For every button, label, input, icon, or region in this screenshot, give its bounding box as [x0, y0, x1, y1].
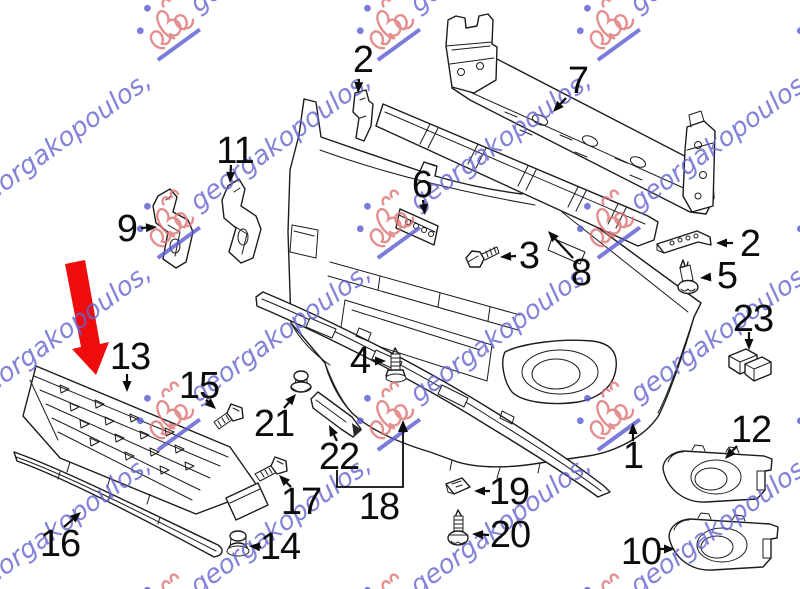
part-4-bolt: [385, 347, 407, 383]
part-label-6: 6: [412, 164, 432, 206]
part-17-bolt: [254, 456, 288, 482]
part-15-bolt: [213, 403, 244, 430]
label-arrowhead-14: [249, 542, 261, 552]
label-arrowhead-20: [472, 530, 484, 540]
watermark-text: georgakopoulos,: [0, 0, 157, 19]
label-arrowhead-23: [744, 339, 754, 350]
label-arrowhead-10: [664, 544, 675, 554]
label-arrowhead-4: [375, 356, 386, 366]
label-arrow-16: [63, 518, 74, 528]
part-label-5: 5: [717, 255, 737, 297]
watermark-text: georgakopoulos,: [405, 0, 598, 19]
part-label-14: 14: [260, 526, 301, 568]
label-arrow-12: [731, 445, 738, 452]
label-arrowhead-3: [500, 251, 512, 261]
part-13-grille: [22, 365, 269, 521]
label-arrowhead-13: [122, 381, 132, 392]
label-arrowhead-8: [548, 231, 559, 243]
watermark-text: georgakopoulos,: [185, 0, 378, 19]
part-label-2-right: 2: [740, 223, 760, 265]
label-arrow-22: [332, 434, 338, 442]
label-arrowhead-6: [419, 203, 429, 215]
part-14-grommet: [226, 530, 250, 557]
group-bracket-arrowhead: [398, 420, 408, 432]
part-22-bracket: [310, 391, 362, 438]
label-arrow-17: [286, 482, 292, 488]
highlight-arrow-layer: [65, 260, 109, 375]
part-label-8: 8: [571, 252, 591, 294]
label-arrowhead-7: [553, 100, 564, 112]
watermark-text: georgakopoulos,: [625, 0, 800, 19]
part-label-23: 23: [733, 298, 773, 340]
watermark-instance: georgakopoulos,: [787, 0, 800, 60]
part-23-bracket: [728, 348, 772, 382]
part-21-nut: [290, 370, 312, 393]
part-label-9: 9: [117, 208, 137, 250]
part-label-7: 7: [568, 60, 588, 102]
part-label-19: 19: [489, 471, 529, 513]
label-arrowhead-16: [69, 512, 81, 523]
label-arrowhead-22: [329, 425, 338, 437]
group-bracket-18: [336, 428, 404, 488]
part-label-4: 4: [350, 340, 371, 382]
label-arrow-21: [283, 401, 290, 409]
part-label-22: 22: [319, 436, 359, 478]
watermark-text: georgakopoulos,: [0, 66, 157, 217]
part-5-screw: [677, 259, 699, 295]
watermark-text: georgakopoulos,: [0, 450, 157, 589]
label-arrowhead-5: [700, 272, 712, 282]
part-label-11: 11: [216, 130, 253, 172]
label-arrow-15: [205, 399, 209, 403]
part-label-12: 12: [731, 409, 771, 451]
part-11-bracket: [221, 178, 262, 264]
part-2-bracket-right: [656, 230, 712, 254]
label-arrow-7: [559, 97, 567, 105]
label-arrow-8: [554, 238, 574, 259]
part-label-15: 15: [179, 365, 219, 407]
label-arrowhead-15: [204, 398, 216, 409]
label-arrowhead-21: [285, 394, 296, 406]
part-label-21: 21: [254, 403, 294, 445]
part-label-10: 10: [621, 531, 661, 573]
part-12-fog-lamp-cover: [662, 444, 773, 503]
label-arrowhead-19: [474, 486, 485, 496]
watermark-instance: georgakopoulos,: [567, 0, 800, 60]
part-19-clip: [445, 477, 471, 495]
part-label-3: 3: [519, 235, 539, 277]
highlight-red-arrow: [65, 260, 109, 375]
label-arrowhead-2-top: [354, 81, 364, 93]
label-arrowhead-12: [725, 447, 736, 459]
part-20-screw: [447, 509, 469, 546]
part-7-reinforcement-bar: [445, 13, 716, 215]
labels-layer: 2 7 11 6 9 3 2 8 523 13 4 15 21 22 1 12 17 18 19 16 14 20 10: [40, 39, 774, 573]
label-arrowhead-1: [628, 423, 638, 434]
part-label-20: 20: [490, 514, 530, 556]
part-label-13: 13: [110, 336, 150, 378]
part-16-moulding-strip: [13, 451, 223, 558]
part-label-17: 17: [281, 481, 321, 523]
part-label-2-top: 2: [353, 39, 373, 81]
part-label-18: 18: [359, 486, 399, 528]
part-2-bracket-top: [352, 89, 374, 142]
label-arrow-6: [421, 199, 425, 205]
watermark-instance: georgakopoulos,: [127, 0, 378, 60]
part-label-1: 1: [623, 435, 643, 477]
label-arrowhead-9: [145, 223, 157, 233]
part-3-bolt: [465, 246, 500, 268]
label-arrowhead-2-right: [716, 238, 727, 248]
label-arrowhead-11: [226, 171, 236, 183]
part-label-16: 16: [40, 523, 80, 565]
part-8-absorber: [375, 103, 659, 265]
label-arrowhead-17: [279, 475, 290, 486]
